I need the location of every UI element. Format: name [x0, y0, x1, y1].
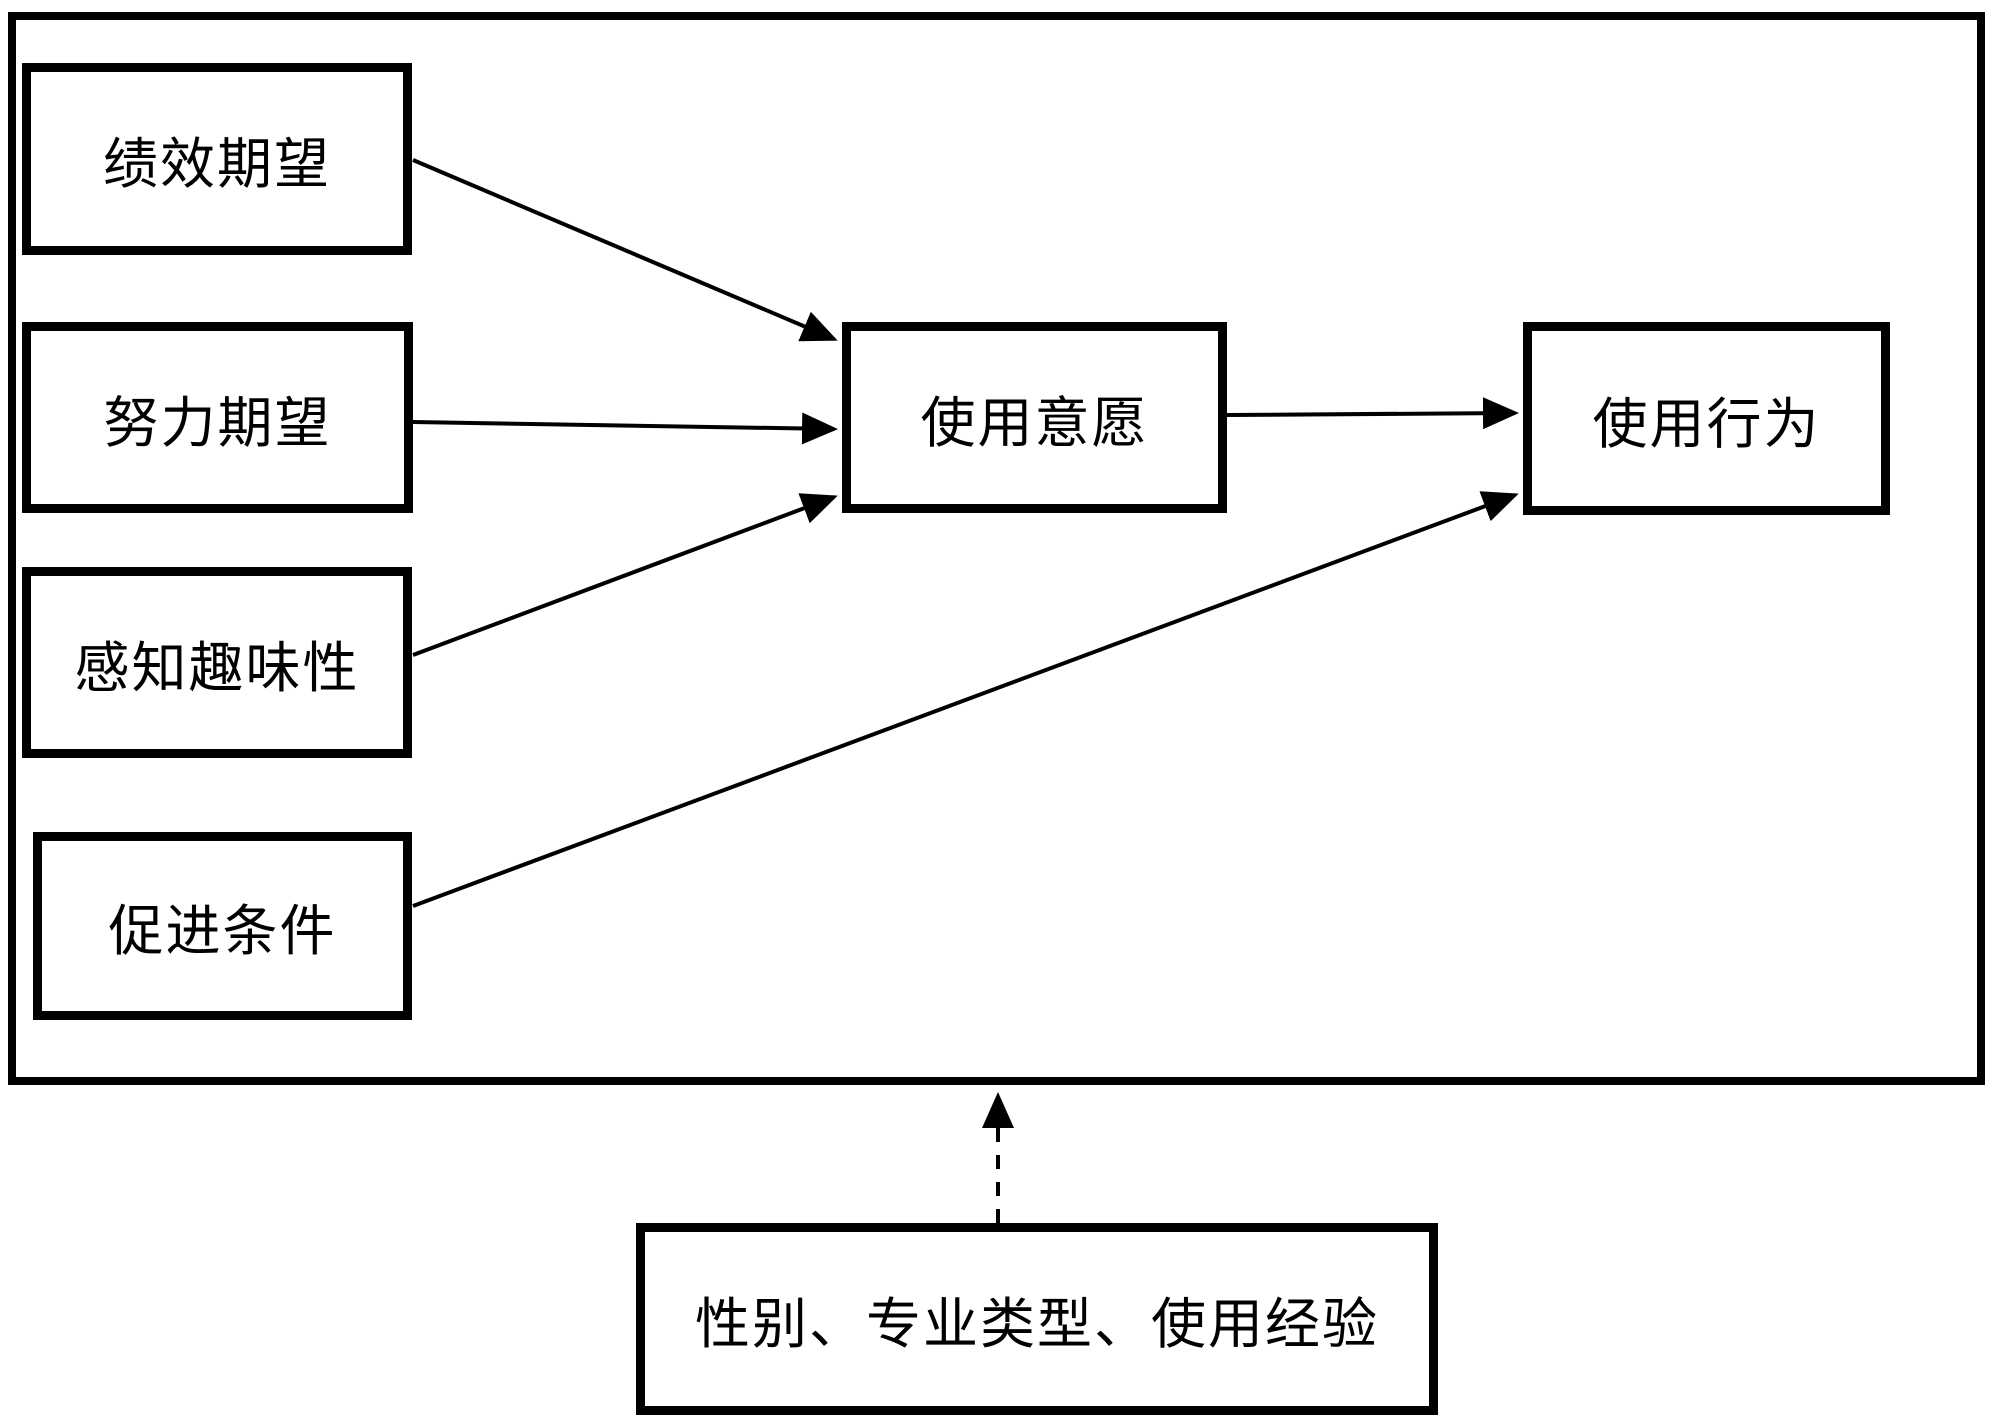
node-use-intention-label: 使用意愿	[920, 391, 1149, 454]
node-moderators-label: 性别、专业类型、使用经验	[694, 1293, 1379, 1355]
node-effort-expectancy: 努力期望	[22, 322, 413, 513]
node-performance-expectancy-label: 绩效期望	[102, 133, 331, 195]
node-perceived-playfulness: 感知趣味性	[22, 567, 412, 758]
node-use-behavior-label: 使用行为	[1592, 392, 1821, 455]
node-facilitating-conditions-label: 促进条件	[108, 900, 337, 962]
node-effort-expectancy-label: 努力期望	[103, 391, 332, 454]
node-facilitating-conditions: 促进条件	[33, 832, 412, 1020]
node-moderators: 性别、专业类型、使用经验	[636, 1223, 1438, 1415]
model-boundary-frame	[8, 12, 1985, 1085]
node-use-intention: 使用意愿	[842, 322, 1227, 513]
node-use-behavior: 使用行为	[1523, 322, 1890, 515]
node-perceived-playfulness-label: 感知趣味性	[74, 636, 360, 699]
node-performance-expectancy: 绩效期望	[22, 63, 412, 255]
